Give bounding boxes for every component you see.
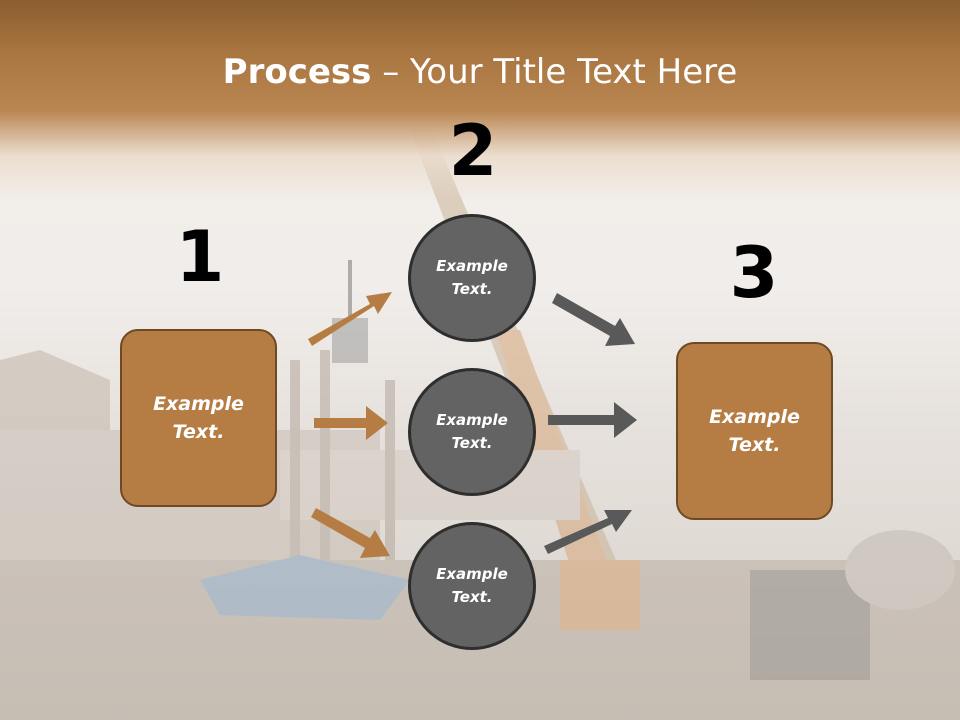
left-box: Example Text. <box>120 329 277 507</box>
arrow-middle-to-right <box>548 402 637 438</box>
right-box-text: Example Text. <box>709 405 800 457</box>
circle-bottom: Example Text. <box>408 522 536 650</box>
step-number-3: 3 <box>729 232 779 314</box>
arrow-left-to-top <box>308 292 392 346</box>
arrow-left-to-bottom <box>311 508 390 558</box>
title-dash: – <box>371 52 411 92</box>
title-bar <box>0 0 960 200</box>
title-rest: Your Title Text Here <box>410 52 738 92</box>
right-box: Example Text. <box>676 342 833 520</box>
arrow-left-to-middle <box>314 406 388 440</box>
arrow-bottom-to-right <box>544 510 632 554</box>
slide-title: Process – Your Title Text Here <box>0 52 960 92</box>
left-box-text: Example Text. <box>153 392 244 444</box>
circle-top: Example Text. <box>408 214 536 342</box>
circle-middle-text: Example Text. <box>436 410 508 452</box>
title-strong: Process <box>222 52 372 92</box>
step-number-2: 2 <box>448 110 498 192</box>
circle-bottom-text: Example Text. <box>436 564 508 606</box>
circle-middle: Example Text. <box>408 368 536 496</box>
arrow-top-to-right <box>552 293 635 346</box>
step-number-1: 1 <box>175 216 225 298</box>
circle-top-text: Example Text. <box>436 256 508 298</box>
